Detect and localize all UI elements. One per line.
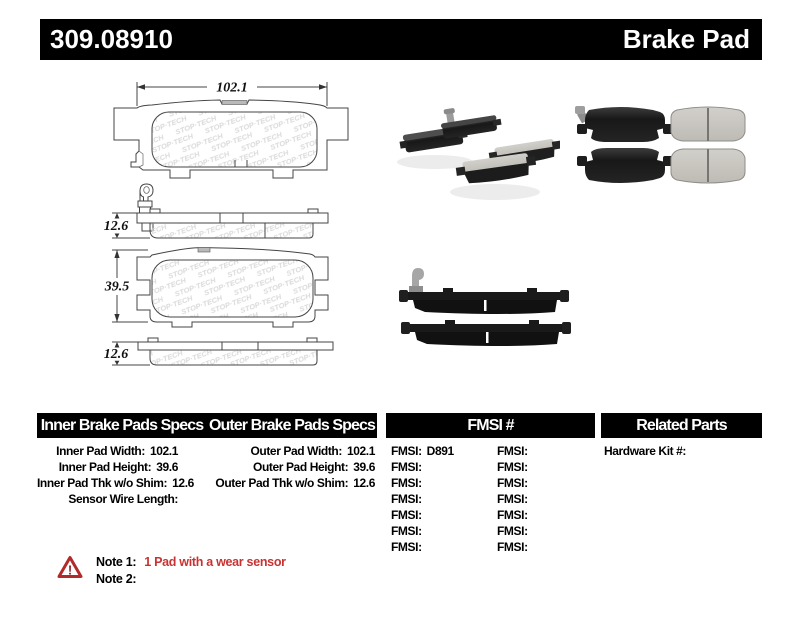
note-1: Note 1: 1 Pad with a wear sensor — [96, 554, 286, 571]
fmsi-row: FMSI: — [497, 444, 528, 458]
product-photo-flat — [575, 106, 746, 184]
fmsi-row: FMSI: — [391, 540, 422, 554]
dim-pad-height-line: 39.5 — [104, 249, 148, 323]
fmsi-row: FMSI: — [497, 492, 528, 506]
note-1-text: 1 Pad with a wear sensor — [144, 555, 286, 569]
photo-pad-friction-front — [455, 153, 537, 184]
spec-row: Outer Pad Width:102.1 — [250, 444, 375, 458]
inner-pad-face-view — [113, 99, 349, 179]
product-photo-angled — [397, 108, 560, 200]
fmsi-row: FMSI: — [497, 476, 528, 490]
spec-row: Inner Pad Thk w/o Shim:12.6 — [37, 476, 194, 490]
technical-drawing-inner-pad: 102.1 12.6 — [104, 81, 349, 366]
inner-pad-side-view: 12.6 — [104, 183, 329, 239]
part-number: 309.08910 — [50, 24, 173, 54]
inner-specs-header: Inner Brake Pads Specs — [40, 416, 204, 434]
spec-row: Outer Pad Height:39.6 — [253, 460, 375, 474]
product-photo-side — [399, 268, 571, 346]
svg-text:!: ! — [68, 563, 72, 578]
related-parts-header: Related Parts — [636, 416, 727, 434]
fmsi-row: FMSI:D891 — [391, 444, 454, 458]
dim-pad-width-line: 102.1 — [136, 81, 328, 106]
outer-specs-header: Outer Brake Pads Specs — [208, 416, 376, 434]
photo-side-pad-2 — [401, 320, 571, 346]
note-1-label: Note 1: — [96, 555, 137, 569]
specs-header-bar: Inner Brake Pads Specs Outer Brake Pads … — [37, 413, 377, 438]
fmsi-row: FMSI: — [497, 460, 528, 474]
fmsi-row: FMSI: — [391, 508, 422, 522]
related-part-row: Hardware Kit #: — [604, 444, 687, 458]
fmsi-row: FMSI: — [391, 476, 422, 490]
notes-block: Note 1: 1 Pad with a wear sensor Note 2: — [96, 554, 286, 588]
dim-pad-thickness-top: 12.6 — [104, 219, 129, 234]
spec-row: Inner Pad Width:102.1 — [56, 444, 178, 458]
note-2: Note 2: — [96, 571, 286, 588]
photo-flat-pad-4 — [670, 148, 746, 184]
fmsi-col2-rows: FMSI: FMSI: FMSI: FMSI: FMSI: FMSI: FMSI: — [497, 443, 528, 555]
note-2-label: Note 2: — [96, 572, 137, 586]
fmsi-header: FMSI # — [467, 416, 514, 434]
fmsi-row: FMSI: — [497, 540, 528, 554]
product-type: Brake Pad — [622, 24, 750, 54]
fmsi-header-bar: FMSI # — [386, 413, 595, 438]
fmsi-row: FMSI: — [391, 524, 422, 538]
fmsi-row: FMSI: — [391, 460, 422, 474]
dim-pad-width: 102.1 — [216, 81, 248, 96]
photo-side-pad-1 — [399, 268, 569, 314]
dim-pad-thickness-bottom: 12.6 — [104, 347, 129, 362]
dim-pad-height: 39.5 — [104, 280, 130, 295]
photo-flat-pad-2 — [577, 148, 673, 183]
spec-row: Sensor Wire Length: — [68, 492, 178, 506]
photo-flat-pad-3 — [670, 106, 746, 142]
related-parts-rows: Hardware Kit #: — [604, 443, 686, 459]
fmsi-row: FMSI: — [497, 524, 528, 538]
warning-icon: ! — [57, 556, 83, 578]
fmsi-row: FMSI: — [391, 492, 422, 506]
spec-row: Outer Pad Thk w/o Shim:12.6 — [215, 476, 375, 490]
photo-pad-back-center — [440, 108, 502, 139]
spec-row: Inner Pad Height:39.6 — [58, 460, 179, 474]
outer-pad-face-view — [136, 247, 329, 328]
outer-pad-side-view: 12.6 — [104, 337, 334, 366]
related-parts-header-bar: Related Parts — [601, 413, 762, 438]
title-bar: 309.08910 Brake Pad — [40, 19, 762, 60]
fmsi-row: FMSI: — [497, 508, 528, 522]
photo-flat-pad-1 — [575, 106, 673, 142]
